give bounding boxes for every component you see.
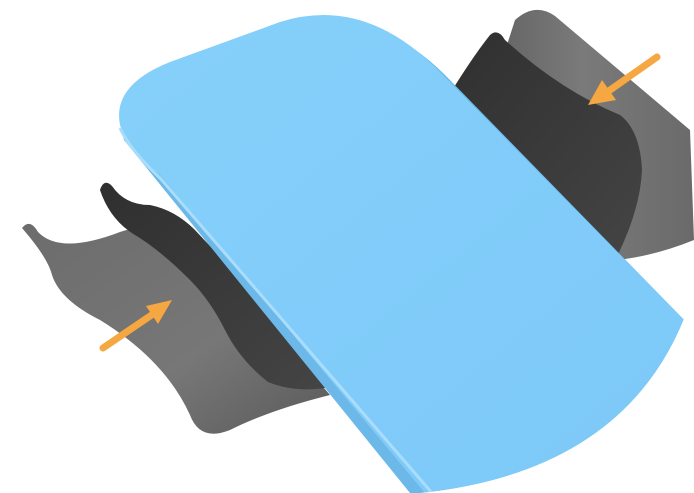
left-wing-flaps: [22, 182, 340, 434]
right-flap-dark: [440, 32, 642, 270]
left-flap-light: [22, 220, 330, 434]
arrow-pointing-up-right-icon: [99, 300, 172, 352]
pad-body: [118, 15, 694, 493]
pad-edge-highlight: [118, 127, 434, 493]
pad-top-surface: [119, 15, 694, 493]
arrow-pointing-down-left-icon: [588, 53, 661, 105]
left-flap-dark: [100, 182, 340, 390]
